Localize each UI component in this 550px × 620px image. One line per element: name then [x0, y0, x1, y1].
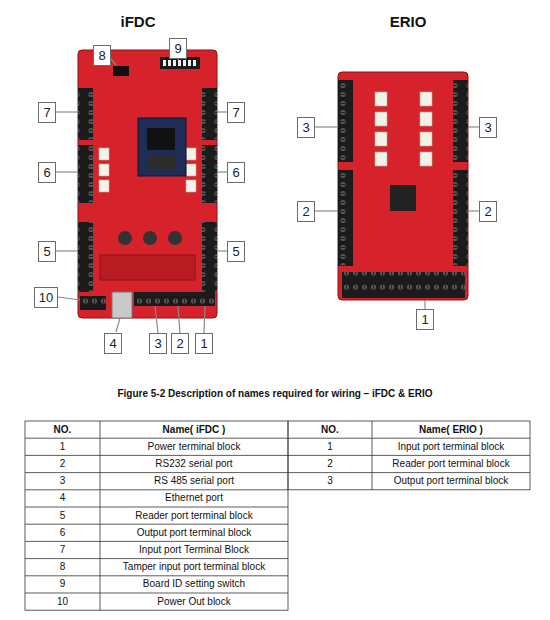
callout-box: 5: [227, 241, 245, 262]
callout-number: 4: [109, 336, 117, 351]
callout-box: 8: [93, 45, 111, 66]
callout-number: 6: [43, 165, 51, 180]
callout-number: 6: [232, 165, 240, 180]
table-cell: 8: [26, 561, 99, 573]
callout-number: 7: [232, 105, 240, 120]
callout-box: 2: [479, 201, 497, 222]
table-cell: 5: [26, 510, 99, 522]
table-cell: 1: [26, 441, 99, 453]
callout-box: 7: [38, 102, 56, 123]
table-cell: Board ID setting switch: [101, 578, 287, 590]
table-header: Name( ERIO ): [373, 424, 529, 436]
table-cell: Power Out block: [101, 596, 287, 608]
callout-box: 7: [227, 102, 245, 123]
table-cell: Ethernet port: [101, 492, 287, 504]
table-cell: 7: [26, 544, 99, 556]
table-cell: 9: [26, 578, 99, 590]
callout-box: 2: [171, 333, 189, 354]
table-cell: Power terminal block: [101, 441, 287, 453]
callout-box: 1: [195, 333, 213, 354]
figure-caption: Figure 5-2 Description of names required…: [117, 388, 432, 399]
table-cell: Input port Terminal Block: [101, 544, 287, 556]
callout-box: 3: [479, 117, 497, 138]
table-cell: RS 485 serial port: [101, 475, 287, 487]
table-cell: Reader port terminal block: [101, 510, 287, 522]
table-header: Name( iFDC ): [101, 424, 287, 436]
table-cell: Tamper input port terminal block: [101, 561, 287, 573]
callout-number: 1: [200, 336, 208, 351]
callout-box: 3: [149, 333, 167, 354]
callout-number: 1: [421, 312, 429, 327]
table-cell: Output port terminal block: [101, 527, 287, 539]
callout-number: 10: [39, 290, 53, 305]
erio-board: [338, 72, 468, 300]
callout-box: 6: [227, 162, 245, 183]
table-grid: [25, 421, 530, 610]
callout-number: 3: [154, 336, 162, 351]
table-cell: Reader port terminal block: [373, 458, 529, 470]
table-cell: 2: [26, 458, 99, 470]
table-header: NO.: [289, 424, 371, 436]
callout-number: 2: [176, 336, 184, 351]
callout-box: 6: [38, 162, 56, 183]
table-cell: 10: [26, 596, 99, 608]
callout-number: 5: [232, 244, 240, 259]
table-cell: 1: [289, 441, 371, 453]
leader-line: [56, 56, 479, 333]
table-cell: RS232 serial port: [101, 458, 287, 470]
board-title: ERIO: [390, 13, 427, 31]
table-cell: 3: [26, 475, 99, 487]
callout-number: 9: [174, 41, 182, 56]
table-cell: 4: [26, 492, 99, 504]
callout-number: 2: [302, 204, 310, 219]
callout-box: 2: [297, 201, 315, 222]
table-cell: 3: [289, 475, 371, 487]
callout-number: 2: [484, 204, 492, 219]
callout-number: 5: [43, 244, 51, 259]
callout-box: 1: [416, 309, 434, 330]
board-title: iFDC: [121, 13, 156, 31]
callout-number: 3: [484, 120, 492, 135]
table-cell: 6: [26, 527, 99, 539]
callout-number: 8: [98, 48, 106, 63]
table-header: NO.: [26, 424, 99, 436]
callout-box: 9: [169, 38, 187, 59]
table-cell: 2: [289, 458, 371, 470]
callout-box: 5: [38, 241, 56, 262]
callout-box: 3: [297, 117, 315, 138]
table-cell: Input port terminal block: [373, 441, 529, 453]
ifdc-board: [78, 50, 217, 318]
table-cell: Output port terminal block: [373, 475, 529, 487]
callout-number: 7: [43, 105, 51, 120]
callout-box: 10: [34, 287, 58, 308]
callout-box: 4: [104, 333, 122, 354]
callout-number: 3: [302, 120, 310, 135]
